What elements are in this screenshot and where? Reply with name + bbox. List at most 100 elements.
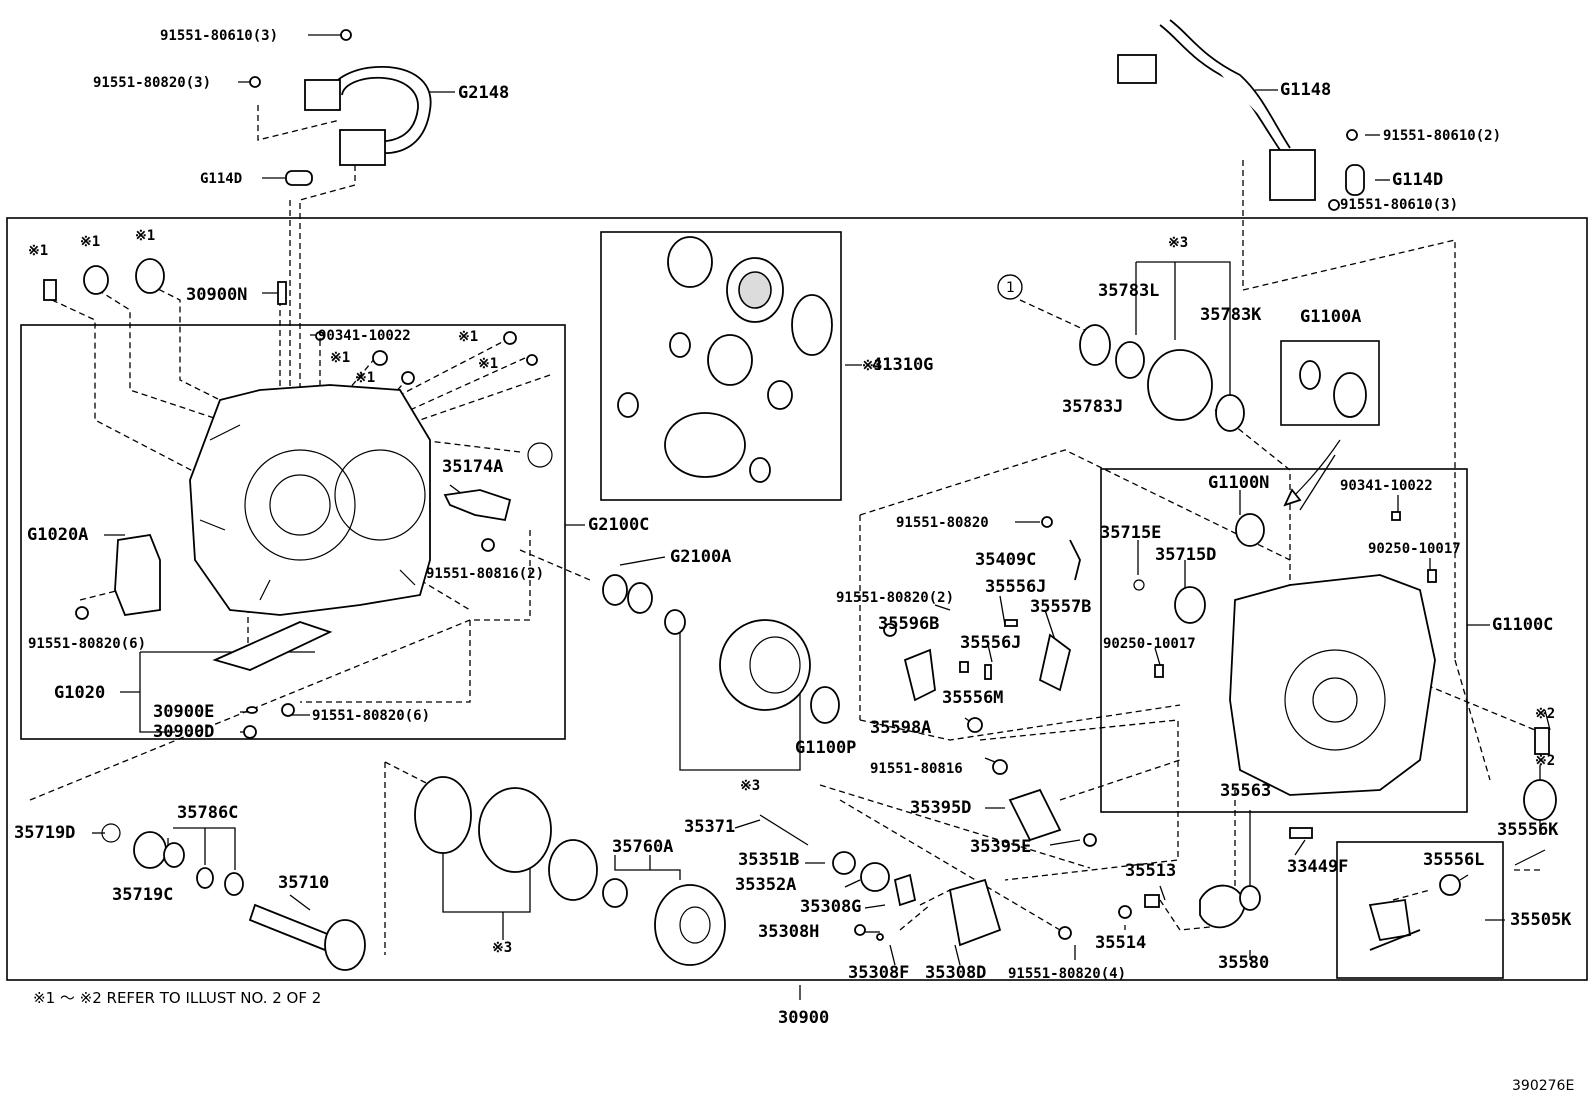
label-35598a: 35598A xyxy=(870,718,931,738)
seal-m1-b xyxy=(135,258,165,294)
label-90341-10022-left: 90341-10022 xyxy=(318,328,411,344)
label-35556j-b: 35556J xyxy=(960,633,1021,653)
part-labels: 91551-80610(3) 91551-80820(3) G2148 G114… xyxy=(14,28,1572,1028)
label-g1020a: G1020A xyxy=(27,525,88,545)
harness-g1148 xyxy=(1159,24,1281,151)
label-g114d-left: G114D xyxy=(200,171,242,187)
label-35395e: 35395E xyxy=(970,837,1031,857)
label-35308f: 35308F xyxy=(848,963,909,983)
seal-g114d-right xyxy=(1345,164,1365,196)
part-35308d xyxy=(948,878,1002,947)
label-35308d: 35308D xyxy=(925,963,986,983)
label-g2100c: G2100C xyxy=(588,515,649,535)
label-35556k: 35556K xyxy=(1497,820,1559,840)
kit-35505k-frame xyxy=(1336,841,1504,979)
label-41310g: 41310G xyxy=(872,355,933,375)
label-30900: 30900 xyxy=(778,1008,829,1028)
part-sketches xyxy=(43,19,1557,971)
grommet-g1148 xyxy=(1269,149,1316,201)
label-35563: 35563 xyxy=(1220,781,1271,801)
label-35556m: 35556M xyxy=(942,688,1003,708)
label-g114d-right: G114D xyxy=(1392,170,1443,190)
label-35556l: 35556L xyxy=(1423,850,1484,870)
connector-g1148 xyxy=(1117,54,1157,84)
shaft-35710 xyxy=(248,903,332,952)
label-35783j: 35783J xyxy=(1062,397,1123,417)
connector-g2148 xyxy=(304,79,341,111)
label-91551-80820-6-a: 91551-80820(6) xyxy=(28,636,146,652)
label-35786c: 35786C xyxy=(177,803,238,823)
grommet-g2148 xyxy=(339,129,386,166)
label-91551-80820-6-b: 91551-80820(6) xyxy=(312,708,430,724)
mark-ref-2-b: ※2 xyxy=(1535,753,1555,769)
mark-ref-3-d: ※3 xyxy=(492,940,512,956)
carrier-35760a xyxy=(654,884,726,966)
label-g1100p: G1100P xyxy=(795,738,856,758)
label-90250-10017-b: 90250-10017 xyxy=(1103,636,1196,652)
main-frame xyxy=(6,217,1588,981)
footnote: ※1 ～ ※2 REFER TO ILLUST NO. 2 OF 2 xyxy=(33,989,321,1007)
label-g2148: G2148 xyxy=(458,83,509,103)
circle-ref-1 xyxy=(997,274,1023,300)
mark-ref-1-b: ※1 xyxy=(80,234,100,250)
illustration-id: 390276E xyxy=(1512,1078,1574,1094)
kit-g1100a-frame xyxy=(1280,340,1380,426)
label-35715e: 35715E xyxy=(1100,523,1161,543)
transaxle-housing xyxy=(189,384,431,616)
differential-case xyxy=(719,619,811,711)
label-35783k: 35783K xyxy=(1200,305,1262,325)
case-g1100c-frame xyxy=(1100,468,1468,813)
label-35308g: 35308G xyxy=(800,897,861,917)
part-35596b xyxy=(903,648,936,702)
part-35580 xyxy=(1199,884,1246,929)
cover-35174a xyxy=(443,489,512,522)
pin-30900n xyxy=(277,281,287,305)
mark-ref-1-f: ※1 xyxy=(478,356,498,372)
label-30900d: 30900D xyxy=(153,722,214,742)
label-90341-10022-right: 90341-10022 xyxy=(1340,478,1433,494)
label-30900e: 30900E xyxy=(153,702,214,722)
label-91551-80610-3-top: 91551-80610(3) xyxy=(160,28,278,44)
label-g1100a: G1100A xyxy=(1300,307,1361,327)
plate-g1020 xyxy=(212,621,333,671)
mark-ref-3-a: ※3 xyxy=(862,358,882,374)
mark-ref-1-g: ※1 xyxy=(355,370,375,386)
label-35371: 35371 xyxy=(684,817,735,837)
label-91551-80820-single: 91551-80820 xyxy=(896,515,989,531)
label-35505k: 35505K xyxy=(1510,910,1572,930)
label-35710: 35710 xyxy=(278,873,329,893)
mark-ref-1-c: ※1 xyxy=(135,228,155,244)
label-35395d: 35395D xyxy=(910,798,971,818)
label-35760a: 35760A xyxy=(612,837,673,857)
label-91551-80610-2: 91551-80610(2) xyxy=(1383,128,1501,144)
mark-ref-1-a: ※1 xyxy=(28,243,48,259)
mark-ref-3-c: ※3 xyxy=(740,778,760,794)
bolt-91551-80610-top xyxy=(340,29,352,41)
case-g1100c xyxy=(1229,574,1436,796)
label-35715d: 35715D xyxy=(1155,545,1216,565)
mark-ref-1-e: ※1 xyxy=(330,350,350,366)
label-35557b: 35557B xyxy=(1030,597,1091,617)
part-35557b xyxy=(1038,633,1072,692)
label-35351b: 35351B xyxy=(738,850,799,870)
bolt-91551-80610-3-right xyxy=(1328,199,1340,211)
label-35514: 35514 xyxy=(1095,933,1146,953)
label-30900n: 30900N xyxy=(186,285,247,305)
seal-m1-a xyxy=(83,265,109,295)
mark-ref-1-d: ※1 xyxy=(458,329,478,345)
circle-ref-1-text: 1 xyxy=(1006,280,1015,296)
bolt-91551-80610-2 xyxy=(1346,129,1358,141)
label-35409c: 35409C xyxy=(975,550,1036,570)
label-g1148: G1148 xyxy=(1280,80,1331,100)
label-g2100a: G2100A xyxy=(670,547,731,567)
label-35719c: 35719C xyxy=(112,885,173,905)
label-35556j-a: 35556J xyxy=(985,577,1046,597)
label-35513: 35513 xyxy=(1125,861,1176,881)
label-35174a: 35174A xyxy=(442,457,503,477)
part-35395d xyxy=(1008,788,1062,842)
label-35580: 35580 xyxy=(1218,953,1269,973)
housing-subframe xyxy=(20,324,566,740)
label-91551-80820-4: 91551-80820(4) xyxy=(1008,966,1126,982)
